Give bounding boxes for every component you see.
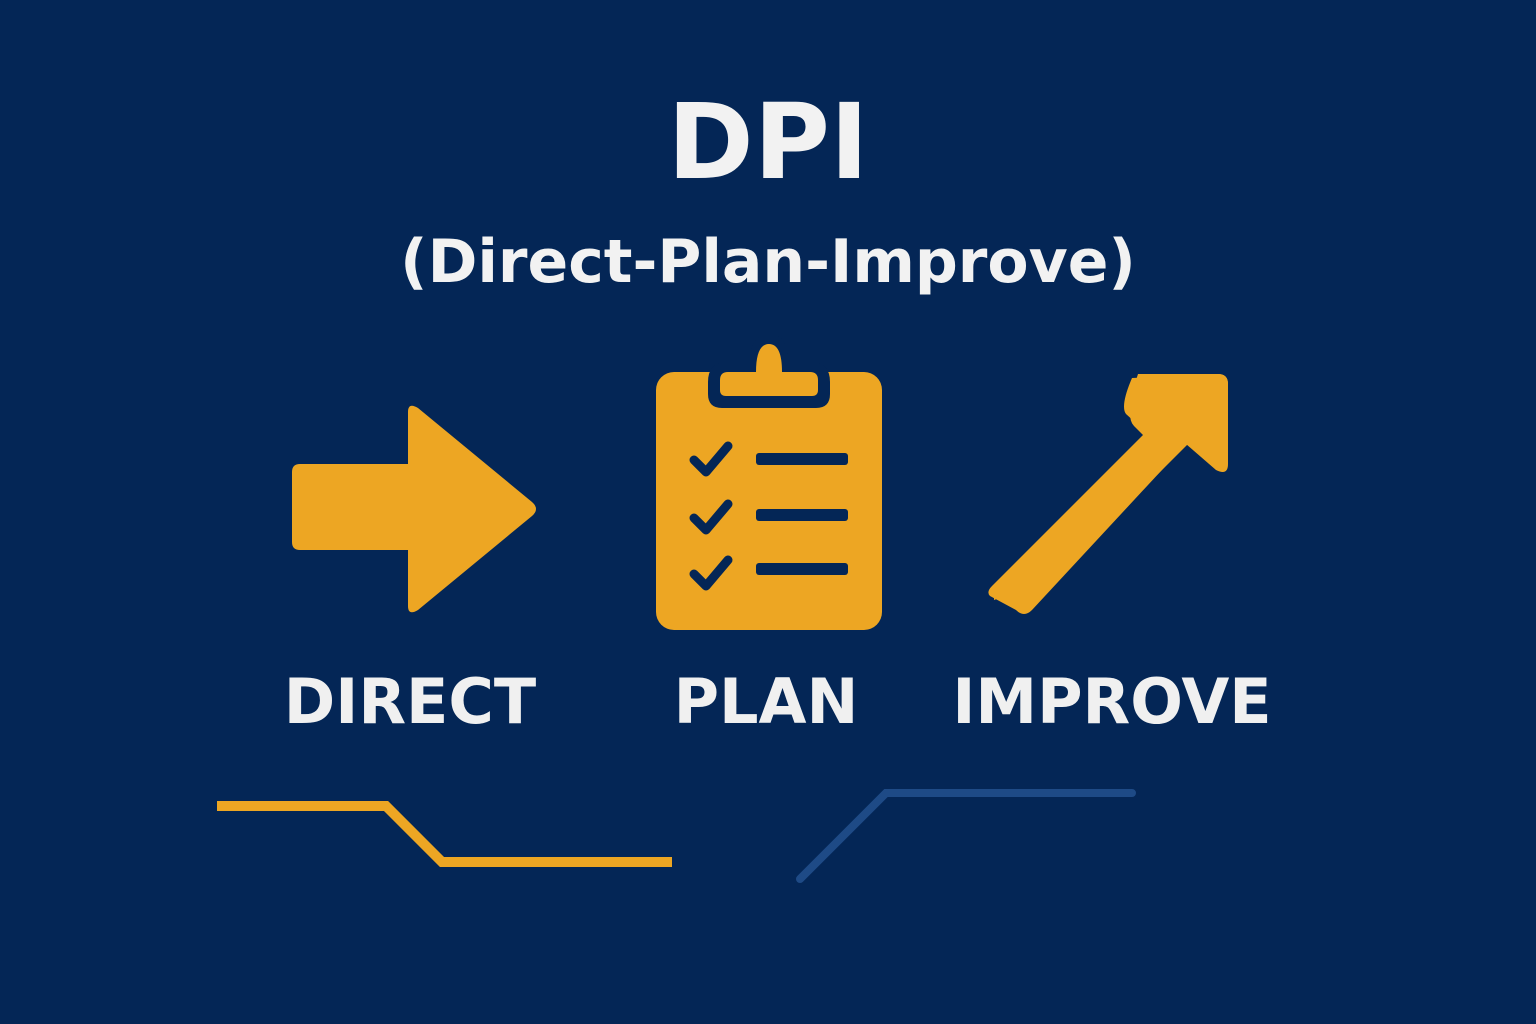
clipboard-checklist-icon <box>656 334 882 630</box>
right-arrow-icon <box>292 405 536 613</box>
decorative-line-orange <box>217 801 672 867</box>
page-title: DPI <box>667 81 869 203</box>
step-label-plan: PLAN <box>673 665 859 738</box>
step-label-direct: DIRECT <box>283 665 537 738</box>
step-label-improve: IMPROVE <box>952 665 1272 738</box>
page-subtitle: (Direct-Plan-Improve) <box>400 227 1136 297</box>
up-right-arrow-icon <box>988 374 1228 614</box>
decorative-line-blue <box>796 789 1136 883</box>
